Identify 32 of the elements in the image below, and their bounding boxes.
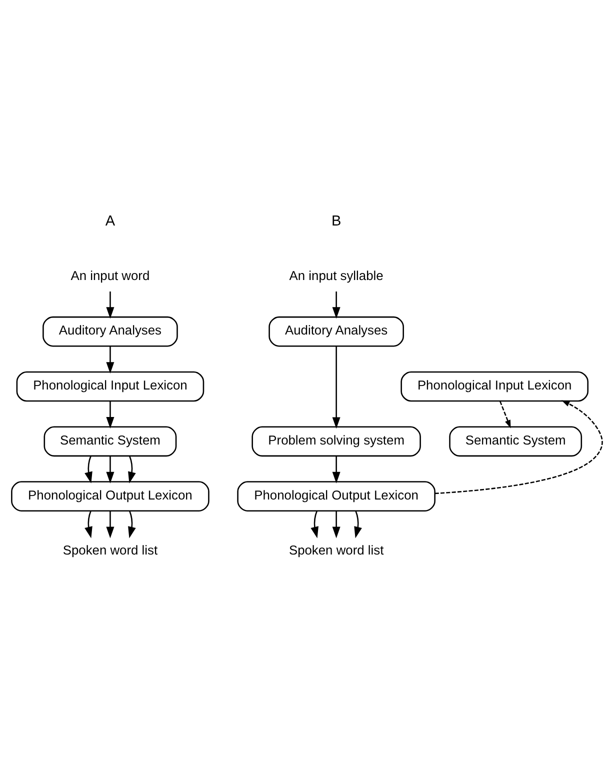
node-text: Spoken word list xyxy=(62,542,158,558)
arrow xyxy=(106,346,114,374)
node-text: Spoken word list xyxy=(288,542,384,558)
node-box: Problem solving system xyxy=(252,426,421,457)
arrow xyxy=(106,291,114,319)
node-box: Phonological Output Lexicon xyxy=(237,481,436,512)
arrow xyxy=(332,346,340,429)
node-box: Semantic System xyxy=(44,426,177,457)
label: B xyxy=(331,213,342,230)
node-text: An input word xyxy=(70,268,150,283)
arrow xyxy=(332,456,340,484)
node-box: Phonological Input Lexicon xyxy=(400,371,588,402)
node-box: Auditory Analyses xyxy=(42,316,178,347)
arrow xyxy=(310,510,318,538)
arrow xyxy=(434,400,603,494)
arrow xyxy=(84,510,92,538)
label: A xyxy=(105,213,116,230)
node-box: Phonological Input Lexicon xyxy=(16,371,204,402)
node-box: Phonological Output Lexicon xyxy=(11,481,210,512)
node-box: Semantic System xyxy=(449,426,582,457)
arrow xyxy=(84,456,92,484)
arrow xyxy=(106,456,114,484)
arrow xyxy=(500,401,511,428)
node-box: Auditory Analyses xyxy=(268,316,404,347)
node-text: An input syllable xyxy=(289,268,384,283)
arrow xyxy=(332,511,340,538)
arrow xyxy=(354,510,362,538)
arrow xyxy=(106,511,114,538)
arrow xyxy=(128,456,136,484)
arrow xyxy=(106,401,114,428)
arrow xyxy=(128,510,136,538)
arrow xyxy=(332,291,340,319)
